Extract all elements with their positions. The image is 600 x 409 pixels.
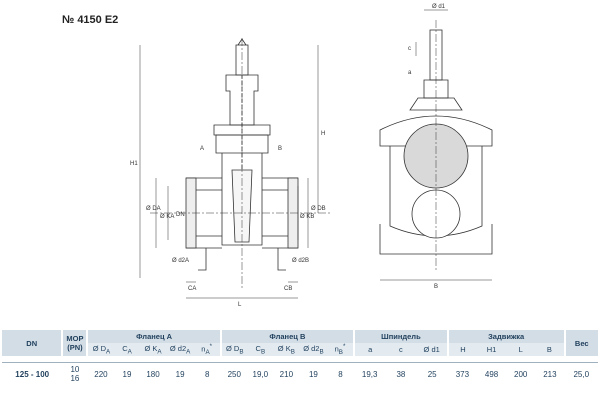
label-dn: DN bbox=[176, 212, 185, 218]
label-h1: H1 bbox=[130, 161, 138, 167]
label-c: c bbox=[408, 46, 411, 52]
label-kb: Ø KB bbox=[300, 214, 314, 220]
spec-table: DN МОР (PN) Фланец А Фланец В Шпиндель З… bbox=[2, 330, 598, 385]
col-db: Ø DB bbox=[219, 343, 248, 356]
col-nb: nB* bbox=[326, 343, 355, 356]
cell-kb: 210 bbox=[272, 362, 300, 385]
label-d1: Ø d1 bbox=[432, 4, 446, 10]
col-weight: Вес bbox=[563, 330, 598, 356]
cell-b: 213 bbox=[535, 362, 565, 385]
cell-ka: 180 bbox=[139, 362, 167, 385]
cell-nb: 8 bbox=[326, 362, 355, 385]
label-b: B bbox=[434, 284, 438, 290]
label-h: H bbox=[321, 131, 325, 137]
label-l: L bbox=[238, 302, 242, 308]
cell-weight: 25,0 bbox=[564, 362, 598, 385]
label-d2a: Ø d2A bbox=[172, 258, 189, 264]
col-d1: Ø d1 bbox=[416, 343, 448, 356]
col-a: a bbox=[353, 343, 386, 356]
label-db: Ø DB bbox=[311, 206, 326, 212]
group-flange-b: Фланец В bbox=[219, 330, 355, 343]
side-section-view bbox=[139, 38, 330, 299]
cell-d1: 25 bbox=[416, 362, 448, 385]
cell-dn: 125 - 100 bbox=[2, 362, 63, 385]
bonnet-flange bbox=[213, 124, 271, 136]
col-d2a: Ø d2A bbox=[166, 343, 194, 356]
cell-c: 38 bbox=[385, 362, 417, 385]
col-dn: DN bbox=[2, 330, 63, 356]
col-b: B bbox=[535, 343, 565, 356]
col-c: c bbox=[385, 343, 417, 356]
cell-h: 373 bbox=[447, 362, 477, 385]
col-cb: CB bbox=[247, 343, 273, 356]
cell-da: 220 bbox=[87, 362, 115, 385]
col-kb: Ø KB bbox=[272, 343, 300, 356]
drawing-title: № 4150 E2 bbox=[62, 14, 119, 26]
cell-d2b: 19 bbox=[299, 362, 327, 385]
label-a: a bbox=[408, 70, 412, 76]
technical-drawing: H1 H A B Ø DA Ø KA DN Ø d2A Ø DB Ø KB Ø … bbox=[130, 4, 493, 308]
label-ka: Ø KA bbox=[160, 214, 174, 220]
col-na: nA* bbox=[193, 343, 221, 356]
label-d2b: Ø d2B bbox=[292, 258, 309, 264]
cell-d2a: 19 bbox=[166, 362, 194, 385]
col-mop: МОР (PN) bbox=[61, 330, 88, 356]
cell-cb: 19,0 bbox=[247, 362, 273, 385]
label-da: Ø DA bbox=[146, 206, 161, 212]
col-da: Ø DA bbox=[86, 343, 115, 356]
cell-ca: 19 bbox=[114, 362, 140, 385]
cell-a: 19,3 bbox=[354, 362, 386, 385]
col-ka: Ø KA bbox=[139, 343, 167, 356]
label-cb: CB bbox=[284, 286, 292, 292]
front-view bbox=[379, 9, 493, 281]
group-valve: Задвижка bbox=[446, 330, 565, 343]
group-flange-a: Фланец А bbox=[86, 330, 221, 343]
col-d2b: Ø d2B bbox=[299, 343, 327, 356]
cell-l: 200 bbox=[506, 362, 536, 385]
col-h1: H1 bbox=[476, 343, 507, 356]
group-spindle: Шпиндель bbox=[353, 330, 448, 343]
label-flange-b: B bbox=[278, 146, 282, 152]
cell-h1: 498 bbox=[476, 362, 507, 385]
cell-db: 250 bbox=[220, 362, 248, 385]
cell-na: 8 bbox=[193, 362, 221, 385]
label-ca: CA bbox=[188, 286, 196, 292]
col-ca: CA bbox=[114, 343, 140, 356]
col-l: L bbox=[506, 343, 536, 356]
col-h: H bbox=[446, 343, 477, 356]
bonnet-front bbox=[379, 115, 493, 147]
label-flange-a: A bbox=[200, 146, 204, 152]
